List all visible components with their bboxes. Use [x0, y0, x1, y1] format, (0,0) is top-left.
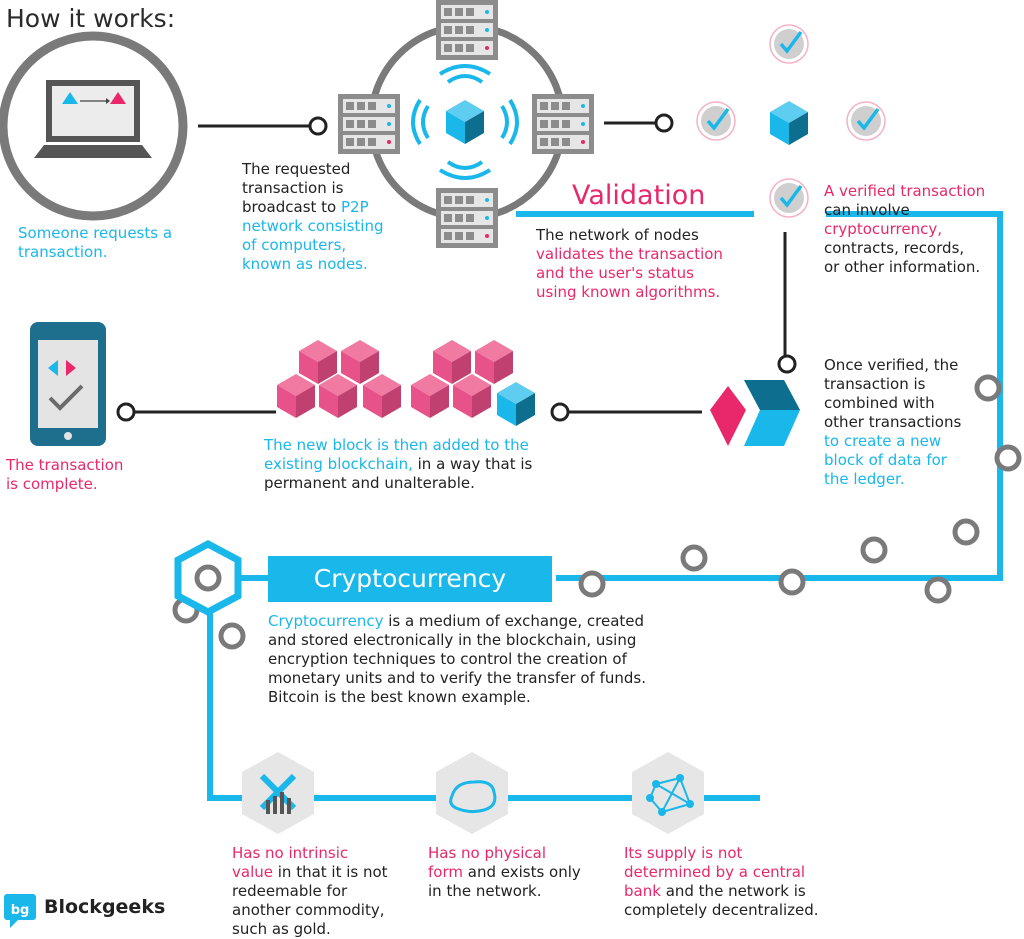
added-caption: The new block is then added to the exist… [264, 436, 533, 492]
property-decentralized-supply: Its supply is not determined by a centra… [624, 844, 819, 919]
validation-caption: The network of nodes validates the trans… [536, 226, 723, 301]
combine-arrow-icon [710, 380, 800, 446]
svg-text:bg: bg [11, 903, 30, 918]
connector-node [777, 354, 797, 374]
no-value-icon [242, 752, 314, 834]
page-title: How it works: [6, 4, 176, 33]
blockgeeks-logo-icon: bg [4, 894, 36, 928]
broadcast-caption: The requested transaction is broadcast t… [242, 160, 384, 273]
property-no-physical-form: Has no physical form and exists only in … [428, 844, 581, 900]
connector-node [116, 402, 136, 422]
brand-logo: Blockgeeks [40, 896, 165, 918]
validation-title: Validation [572, 180, 706, 211]
connector-node [550, 402, 570, 422]
property-no-intrinsic-value: Has no intrinsic value in that it is not… [232, 844, 388, 938]
request-caption: Someone requests a transaction. [18, 224, 173, 261]
no-form-icon [436, 752, 508, 834]
verified-caption: A verified transaction can involve crypt… [824, 182, 986, 276]
hexagon-gear-icon [174, 540, 242, 616]
cryptocurrency-description: Cryptocurrency is a medium of exchange, … [268, 612, 646, 706]
blockchain-icon [277, 340, 535, 426]
cryptocurrency-banner: Cryptocurrency [268, 556, 552, 602]
connector-node [654, 113, 674, 133]
phone-icon [30, 322, 106, 446]
network-icon [632, 752, 704, 834]
p2p-network [338, 0, 594, 248]
complete-caption: The transaction is complete. [6, 456, 124, 493]
brand-name: Blockgeeks [44, 896, 166, 918]
combined-caption: Once verified, the transaction is combin… [824, 356, 962, 488]
connector-node [308, 116, 328, 136]
laptop-icon [0, 31, 188, 221]
